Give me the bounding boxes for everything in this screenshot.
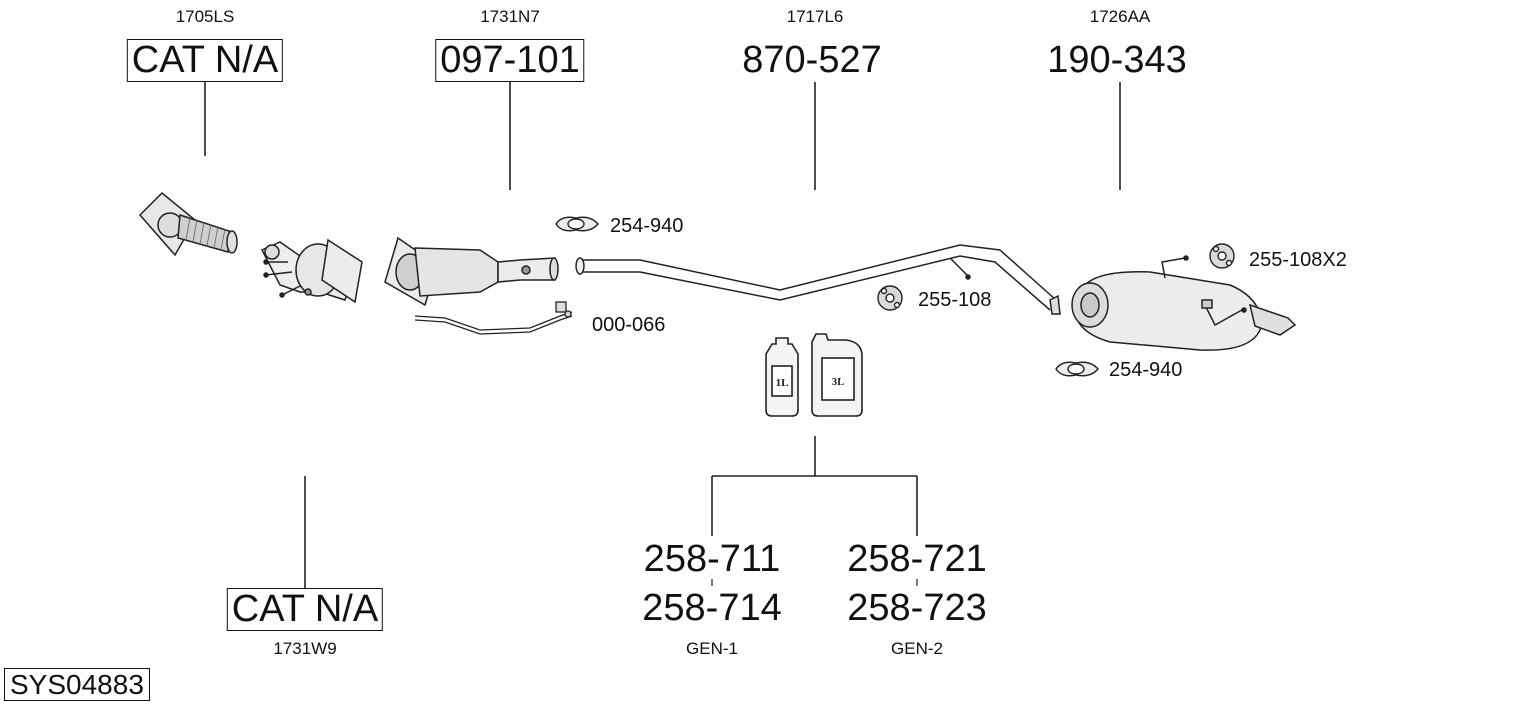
sensor-label[interactable]: 000-066 [592, 314, 666, 336]
oe-number-2: 1731N7 [480, 7, 540, 26]
container-large-icon: 3L [811, 333, 863, 417]
clamp-rear-label[interactable]: 254-940 [1109, 359, 1183, 381]
rubber-mount-mid-label[interactable]: 255-108 [918, 289, 992, 311]
oe-number-1: 1705LS [175, 7, 235, 26]
clamp-rear-part [1055, 361, 1099, 377]
part-number-1[interactable]: CAT N/A [126, 39, 284, 82]
kit-2-number-1[interactable]: 258-721 [847, 538, 987, 580]
system-code: SYS04883 [4, 668, 150, 701]
kit-1-group: GEN-1 [686, 639, 738, 658]
kits-bracket [711, 436, 918, 536]
oe-number-bottom: 1731W9 [273, 639, 337, 658]
container-large-label: 3L [832, 376, 845, 388]
kit-2-number-2[interactable]: 258-723 [847, 587, 987, 629]
kit-1-number-1[interactable]: 258-711 [643, 538, 781, 580]
catalytic-converter-2-part [384, 236, 559, 307]
oe-number-4: 1726AA [1089, 7, 1151, 26]
clamp-front-label[interactable]: 254-940 [610, 215, 684, 237]
container-small-label: 1L [776, 377, 789, 389]
sensor-part [414, 301, 573, 335]
part-number-2[interactable]: 097-101 [435, 39, 585, 82]
rubber-mount-rear-label[interactable]: 255-108X2 [1249, 249, 1347, 271]
catalytic-converter-1-part [260, 238, 363, 304]
rear-silencer-part [1071, 255, 1297, 351]
part-number-4[interactable]: 190-343 [1047, 39, 1187, 81]
kit-2-group: GEN-2 [891, 639, 943, 658]
flex-pipe-part [138, 191, 238, 257]
kit-1-number-2[interactable]: 258-714 [642, 587, 782, 629]
rubber-mount-mid-part [877, 285, 903, 311]
part-number-3[interactable]: 870-527 [742, 39, 882, 81]
clamp-front-part [555, 216, 599, 232]
container-small-icon: 1L [765, 337, 799, 417]
part-number-bottom[interactable]: CAT N/A [226, 588, 384, 631]
middle-pipe-part [575, 244, 1061, 315]
rubber-mount-rear-part [1209, 243, 1235, 269]
oe-number-3: 1717L6 [786, 7, 844, 26]
